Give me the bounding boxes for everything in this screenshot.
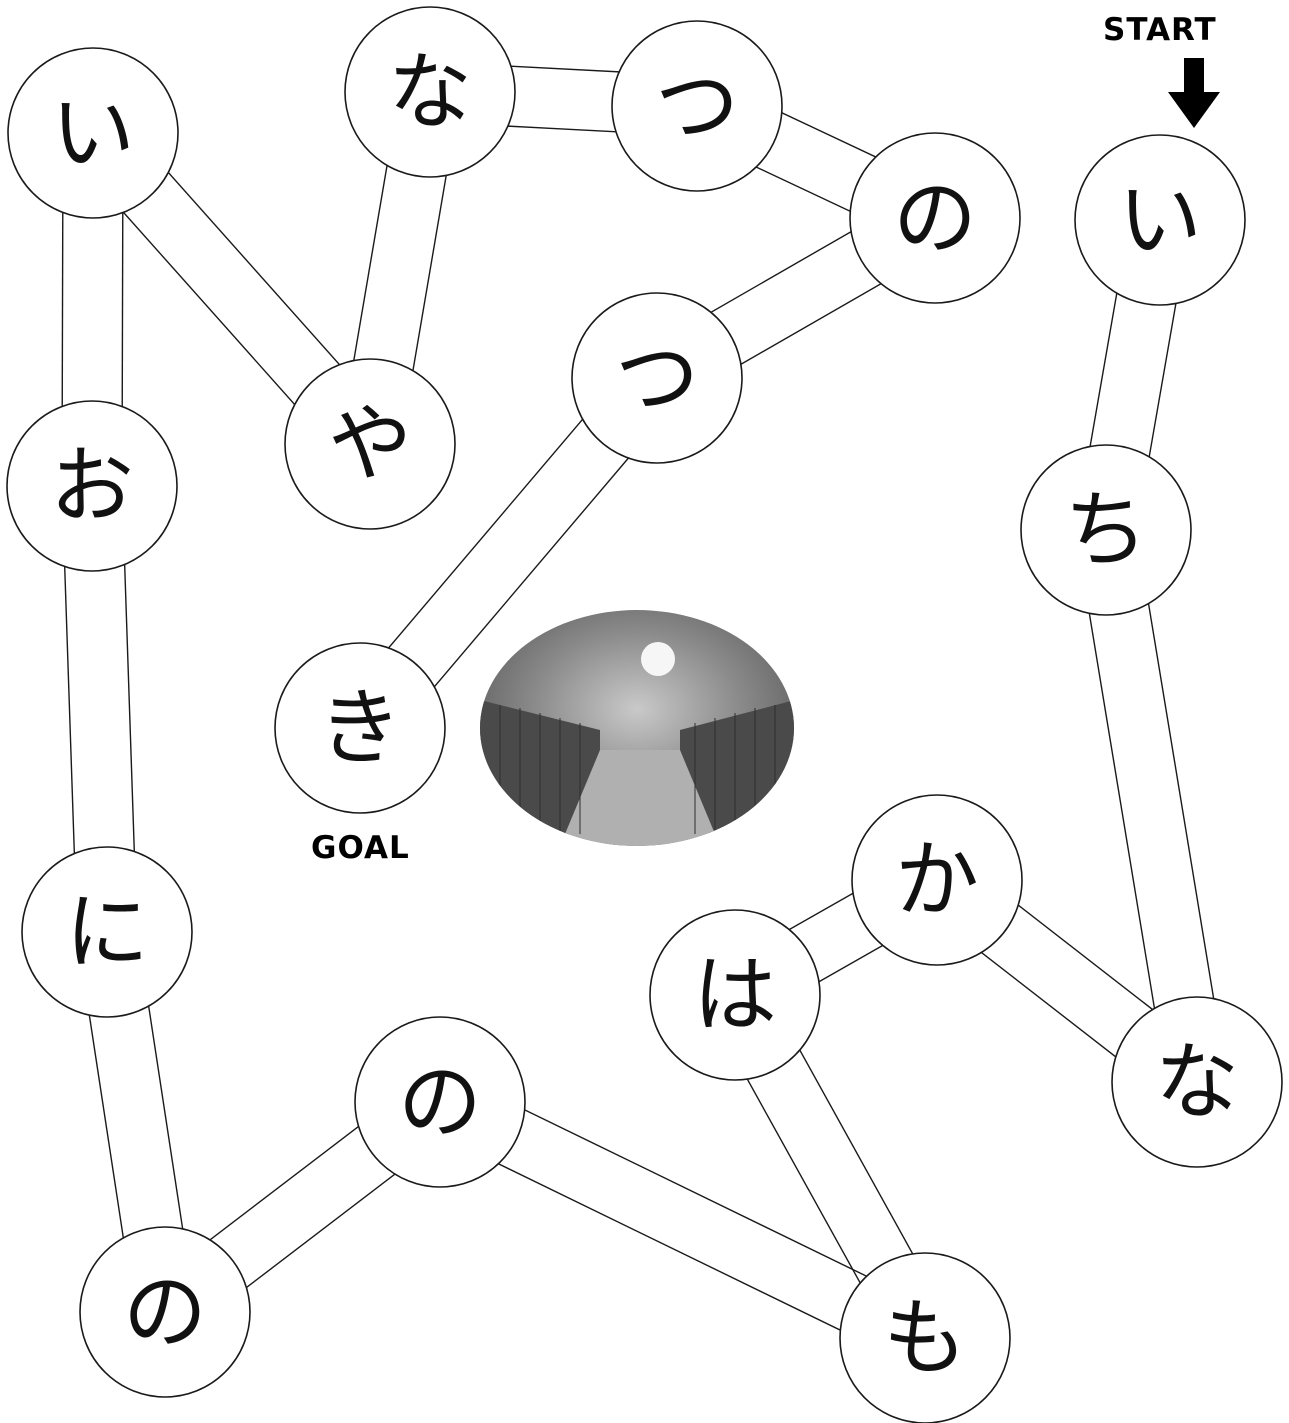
node-kana-label: に (65, 883, 149, 981)
node-kana-label: は (693, 946, 777, 1044)
node-kana-label: つ (655, 57, 739, 155)
path-chi-to-na_right (1136, 525, 1227, 1077)
goal-label: GOAL (311, 830, 410, 866)
node-kana-label: や (328, 395, 412, 493)
node-kana-label: の (398, 1053, 482, 1151)
node-kana-label: ち (1064, 481, 1148, 579)
maze-node-no-top[interactable]: の (850, 133, 1020, 303)
start-label: START (1103, 12, 1217, 48)
path-chi-to-na_right (1076, 535, 1167, 1087)
node-kana-label: な (388, 43, 472, 141)
path-mo-to-no_mid (427, 1129, 912, 1365)
maze-node-ya[interactable]: や (285, 359, 455, 529)
node-kana-label: い (1118, 171, 1202, 269)
maze-node-mo[interactable]: も (840, 1253, 1010, 1423)
maze-node-ki[interactable]: き (275, 643, 445, 813)
node-kana-label: も (883, 1289, 967, 1387)
maze-node-ni[interactable]: に (22, 847, 192, 1017)
maze-node-ha[interactable]: は (650, 910, 820, 1080)
maze-node-i-left[interactable]: い (8, 48, 178, 218)
node-kana-label: つ (615, 329, 699, 427)
node-kana-label: な (1155, 1033, 1239, 1131)
maze-node-ka[interactable]: か (852, 795, 1022, 965)
maze-node-no-mid[interactable]: の (355, 1017, 525, 1187)
maze-node-i-start[interactable]: い (1075, 135, 1245, 305)
maze-node-na-right[interactable]: な (1112, 997, 1282, 1167)
maze-node-tsu-mid[interactable]: つ (572, 293, 742, 463)
node-kana-label: い (51, 84, 135, 182)
maze-node-tsu-top[interactable]: つ (612, 21, 782, 191)
node-kana-label: お (50, 437, 134, 535)
maze-node-na-top[interactable]: な (345, 7, 515, 177)
start-arrow-icon (1168, 58, 1220, 130)
maze-node-no-bottom[interactable]: の (80, 1227, 250, 1397)
maze-node-o[interactable]: お (7, 401, 177, 571)
node-kana-label: き (318, 679, 402, 777)
node-kana-label: の (123, 1263, 207, 1361)
node-kana-label: の (893, 169, 977, 267)
node-kana-label: か (895, 831, 979, 929)
moonlit-street-image (480, 610, 795, 846)
path-mo-to-no_mid (453, 1075, 938, 1311)
maze-node-chi[interactable]: ち (1021, 445, 1191, 615)
